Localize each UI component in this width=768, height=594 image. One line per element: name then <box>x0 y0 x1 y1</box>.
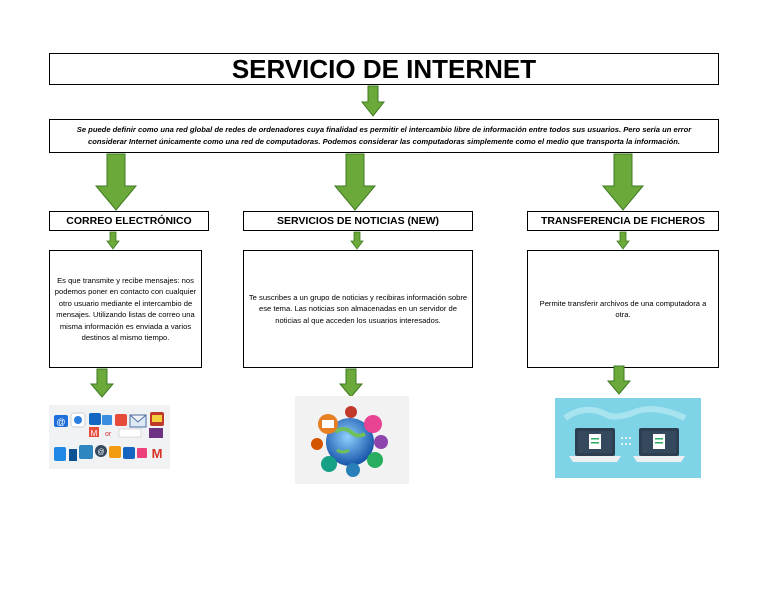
definition-box: Se puede definir como una red global de … <box>49 119 719 153</box>
arrow-definition-to-correo <box>94 153 138 211</box>
arrow-definition-to-noticias <box>333 153 377 211</box>
page-title: SERVICIO DE INTERNET <box>49 53 719 85</box>
svg-text:M: M <box>91 429 98 438</box>
globe-news-image <box>295 396 409 484</box>
svg-text:M: M <box>152 446 163 461</box>
svg-text:@: @ <box>56 417 65 427</box>
heading-noticias: SERVICIOS DE NOTICIAS (NEW) <box>243 211 473 231</box>
arrow-definition-to-transferencia <box>601 153 645 211</box>
arrow-title-to-definition <box>360 85 386 117</box>
heading-transferencia: TRANSFERENCIA DE FICHEROS <box>527 211 719 231</box>
desc-noticias: Te suscribes a un grupo de noticias y re… <box>243 250 473 368</box>
arrow-heading-to-transferencia-desc <box>616 231 630 250</box>
arrow-heading-to-noticias-desc <box>350 231 364 250</box>
desc-correo: Es que transmite y recibe mensajes: nos … <box>49 250 202 368</box>
desc-transferencia: Permite transferir archivos de una compu… <box>527 250 719 368</box>
arrow-desc-to-noticias-image <box>338 368 364 398</box>
arrow-desc-to-transferencia-image <box>606 365 632 395</box>
arrow-desc-to-correo-image <box>89 368 115 398</box>
svg-text:or: or <box>105 431 112 438</box>
svg-text:@: @ <box>97 449 104 456</box>
arrow-heading-to-correo-desc <box>106 231 120 250</box>
heading-correo: CORREO ELECTRÓNICO <box>49 211 209 231</box>
laptops-file-transfer-image <box>555 398 701 478</box>
email-app-icons-image: @ M or @ M <box>49 405 170 469</box>
